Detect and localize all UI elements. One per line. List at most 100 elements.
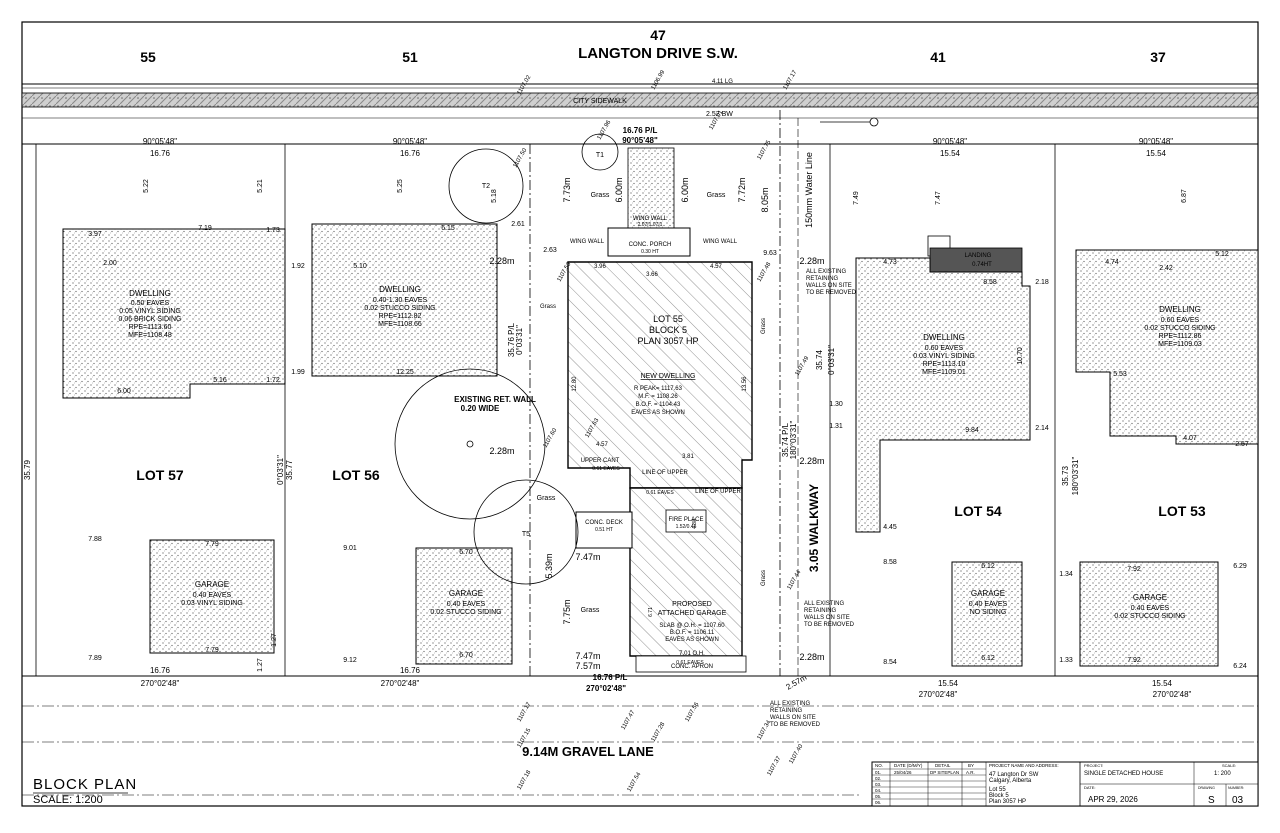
lot55-line-upper-2: LINE OF UPPER <box>695 489 741 495</box>
lot54-dim-o: 1.31 <box>829 423 843 430</box>
lot55-front-walk <box>627 147 675 229</box>
lot56-dwelling-l4: MFE=1108.66 <box>378 321 422 328</box>
lot57-dim-i: 7.89 <box>88 655 102 662</box>
lot54-front-width: 15.54 <box>940 149 961 158</box>
lot55-upper-cant: UPPER CANT <box>581 458 620 464</box>
lot55-garage-eaves: EAVES AS SHOWN <box>665 637 719 643</box>
lot57-dim-h: 7.88 <box>88 536 102 543</box>
house-number-lot54: 41 <box>930 49 946 65</box>
lot55-block: BLOCK 5 <box>649 325 687 335</box>
lot55-label: LOT 55 <box>653 314 683 324</box>
lot55-eaves: EAVES AS SHOWN <box>631 410 685 416</box>
lot53-dim-e: 5.53 <box>1113 371 1127 378</box>
lot53-dim-f: 4.07 <box>1183 435 1197 442</box>
lot55-grass-6: Grass <box>761 318 767 334</box>
lot54-landing <box>929 247 1023 273</box>
lot54-dim-b: 7.47 <box>935 191 942 205</box>
plan-date: APR 29, 2026 <box>1088 795 1138 804</box>
lot55-dim-d5: 0.61 EAVES <box>592 466 620 472</box>
lane-label: 9.14M GRAVEL LANE <box>522 744 654 759</box>
row-1: 01. <box>875 770 881 775</box>
lot56-dim-j: 6.70 <box>459 652 473 659</box>
lot56-depth: 35.77 <box>285 459 294 480</box>
grade-g19: 1107.34 <box>757 719 773 741</box>
project-header: PROJECT NAME AND ADDRESS: <box>989 763 1059 768</box>
grade-g13: 1107.47 <box>621 709 637 731</box>
lot56-rear-bearing: 270°02'48" <box>381 679 420 688</box>
lot54-dim-d: 8.58 <box>983 279 997 286</box>
drawing-number: 03 <box>1232 795 1244 806</box>
lot55-dim-d11: 9.63 <box>763 250 777 257</box>
lot53-dim-k: 7.92 <box>1127 657 1141 664</box>
lot57-dim-d: 7.19 <box>198 225 212 232</box>
lot57-dwelling-l1: 0.50 EAVES <box>131 300 170 307</box>
project-label: PROJECT: <box>1084 763 1103 768</box>
grade-g6: 1107.50 <box>513 147 529 169</box>
lot56-existing-wall: EXISTING RET. WALL <box>454 395 536 404</box>
lot55-plan: PLAN 3057 HP <box>637 336 698 346</box>
lot54-rear-width: 15.54 <box>938 679 959 688</box>
tree-t1-canopy <box>581 133 619 171</box>
lot53-dim-c: 2.42 <box>1159 265 1173 272</box>
lot55-grass-2: Grass <box>707 192 726 199</box>
scale-label: SCALE: <box>1222 763 1236 768</box>
grade-g8: 1107.75 <box>757 139 773 161</box>
lot57-dwelling-l2: 0.05 VINYL SIDING <box>119 308 181 315</box>
lot54-dim-i: 4.45 <box>883 524 897 531</box>
note-bot-2: RETAINING <box>770 708 803 714</box>
col-no: NO. <box>875 763 883 768</box>
lot55-bof: B.O.F. = 1104.43 <box>636 402 681 408</box>
grade-g22: 1107.54 <box>627 771 643 793</box>
sidewalk-label: CITY SIDEWALK <box>573 98 627 105</box>
row-2: 02. <box>875 776 881 781</box>
lot55-right-angle: 180°03'31" <box>789 420 798 459</box>
lot55-garage-title2: ATTACHED GARAGE <box>658 610 727 617</box>
lot55-porch-label: CONC. PORCH <box>629 242 672 248</box>
lot53-dwelling-l1: 0.60 EAVES <box>1161 317 1200 324</box>
lot53-dim-i: 6.24 <box>1233 663 1247 670</box>
tree-t3-label: T5 <box>522 531 530 538</box>
lot55-line-upper-1: LINE OF UPPER <box>642 470 688 476</box>
lot55-side-left2: 2.28m <box>489 446 514 456</box>
lot53-dim-b: 4.74 <box>1105 259 1119 266</box>
lot55-apron-label: CONC. APRON <box>671 664 713 670</box>
lot55-left-angle: 0°03'31" <box>515 325 524 355</box>
lot54-garage-l1: 0.40 EAVES <box>969 601 1008 608</box>
lot55-r-peak: R PEAK= 1117.63 <box>634 386 683 392</box>
lot56-dim-e: 1.92 <box>291 263 305 270</box>
lot53-dim-h: 6.29 <box>1233 563 1247 570</box>
lot55-grass-4: Grass <box>581 607 600 614</box>
lot57-rear-width: 16.76 <box>150 666 171 675</box>
lot55-dim-d12: 2.61 <box>511 221 525 228</box>
lot56-garage <box>415 547 513 665</box>
col-date: DATE (D/M/Y) <box>894 763 923 768</box>
scale-value: 1: 200 <box>1214 771 1231 777</box>
lot56-rear-width: 16.76 <box>400 666 421 675</box>
lot57-dwelling-l5: MFE=1108.48 <box>128 332 172 339</box>
lot54-dwelling-l4: MFE=1109.01 <box>922 369 966 376</box>
note-retaining-top: ALL EXISTING RETAINING WALLS ON SITE TO … <box>806 269 857 296</box>
lot54-label: LOT 54 <box>954 503 1002 519</box>
lot55-side-right: 2.28m <box>799 256 824 266</box>
lot55-wing-wall-dims: 2.07|1.07|1 <box>638 222 663 228</box>
lot53-front-width: 15.54 <box>1146 149 1167 158</box>
legal-1: Lot 55 <box>989 787 1006 793</box>
lot54-garage-l2: NO SIDING <box>970 609 1007 616</box>
note-top-2: RETAINING <box>806 276 839 282</box>
tree-t4-canopy <box>394 368 546 520</box>
lot55-deck-setback: 7.47m <box>575 552 600 562</box>
note-top-3: WALLS ON SITE <box>806 283 852 289</box>
street-number: 47 <box>650 27 666 43</box>
lot55-conc-deck <box>575 511 633 549</box>
lot56-dim-d: 12.25 <box>396 369 414 376</box>
lot57-garage-title: GARAGE <box>195 580 229 589</box>
lot-56: 90°05'48" 16.76 DWELLING 0.40-1.30 EAVES… <box>276 137 546 688</box>
tree-t4 <box>466 440 474 448</box>
lot53-garage-title: GARAGE <box>1133 593 1167 602</box>
lot56-garage-l2: 0.02 STUCCO SIDING <box>430 609 501 616</box>
lot57-dim-l: 1.73 <box>266 227 280 234</box>
row1-date: 25/04/26 <box>894 770 912 775</box>
lot55-porch-setback-left: 6.00m <box>614 177 624 202</box>
house-number-lot57: 55 <box>140 49 156 65</box>
